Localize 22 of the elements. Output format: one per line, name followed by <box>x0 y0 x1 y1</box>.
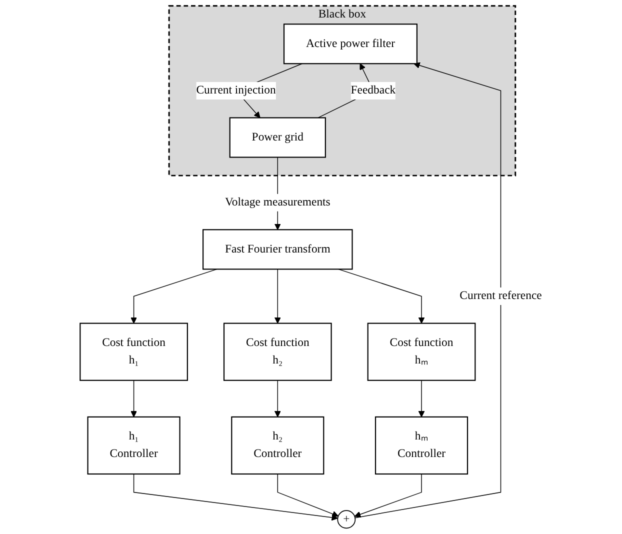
node-box: h₁ Controller <box>87 416 180 475</box>
node-box: Cost function h₁ <box>80 322 188 381</box>
node-box: Cost function h₂ <box>223 322 332 381</box>
node-box: h₂ Controller <box>231 416 324 475</box>
arrow <box>130 380 137 418</box>
arrow <box>418 380 425 418</box>
node-circle: + <box>337 510 356 529</box>
edge-label: Current injection <box>196 84 276 97</box>
node-box: Fast Fourier transform <box>202 229 353 270</box>
arrow <box>354 474 422 518</box>
edge-label: Feedback <box>350 84 396 97</box>
arrow <box>274 380 281 418</box>
arrow <box>274 268 281 324</box>
node-box: Active power filter <box>283 24 418 64</box>
arrow <box>277 474 339 517</box>
arrow <box>354 62 502 518</box>
node-box: hₘ Controller <box>374 416 468 475</box>
edge-label: Voltage measurements <box>224 196 330 208</box>
node-box: Power grid <box>229 117 326 158</box>
node-box: Cost function hₘ <box>367 322 476 381</box>
edge-label: Current reference <box>460 290 542 302</box>
arrow <box>133 474 338 521</box>
